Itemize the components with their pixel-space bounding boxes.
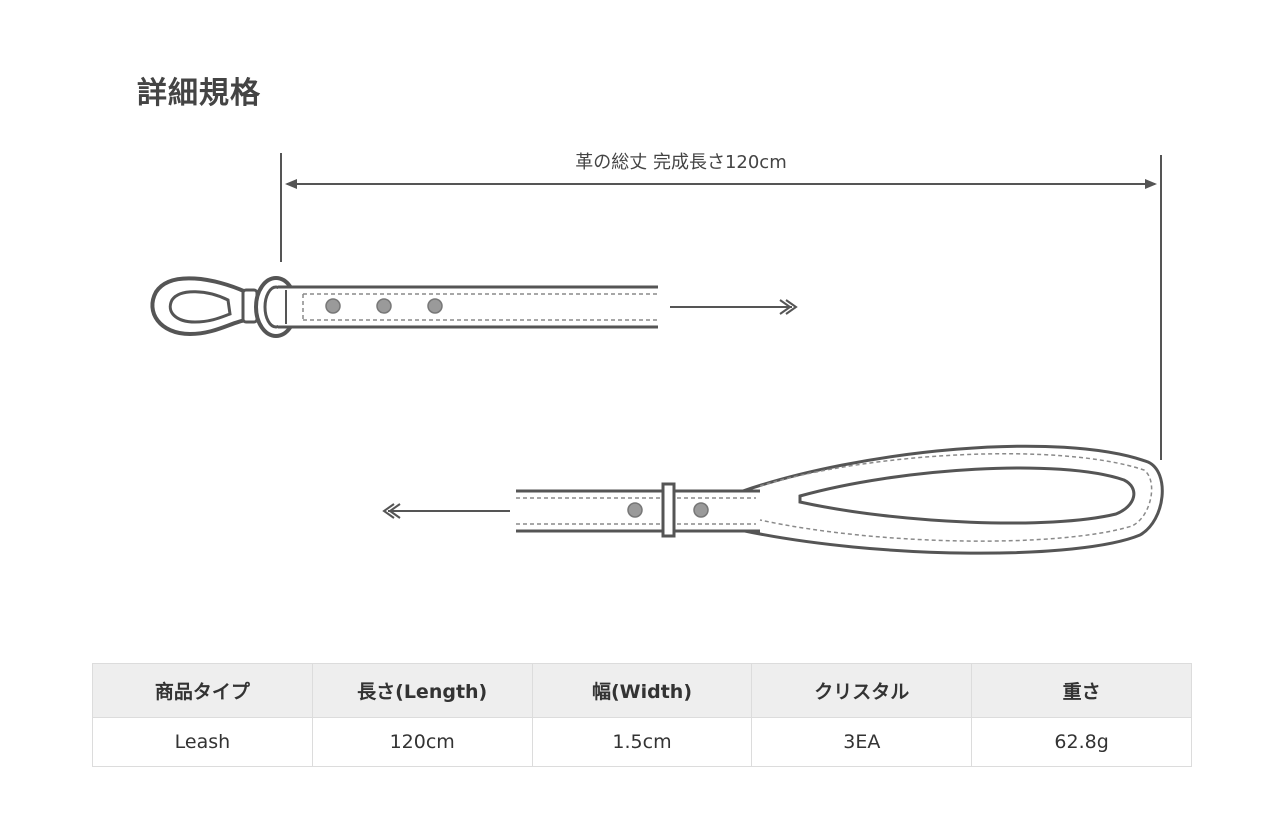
rivet-icon [325, 298, 341, 314]
header-product-type: 商品タイプ [92, 663, 313, 718]
rivet-icon [627, 502, 643, 518]
leash-strap-upper [278, 285, 658, 329]
rivet-icon [376, 298, 392, 314]
header-crystal: クリスタル [751, 663, 973, 718]
dimension-label: 革の総丈 完成長さ120cm [575, 152, 787, 173]
value-weight: 62.8g [971, 717, 1192, 767]
header-weight: 重さ [971, 663, 1192, 718]
continue-right-arrow-icon [670, 299, 798, 315]
continue-left-arrow-icon [382, 503, 510, 519]
header-length: 長さ(Length) [311, 663, 533, 718]
value-product-type: Leash [92, 717, 313, 767]
leash-clip-end [150, 276, 658, 338]
page-title: 詳細規格 [137, 76, 261, 111]
value-width: 1.5cm [531, 717, 753, 767]
keeper-loop [661, 482, 676, 538]
handle-loop-inner [798, 466, 1136, 525]
header-width: 幅(Width) [531, 663, 753, 718]
leash-diagram: 革の総丈 完成長さ120cm [150, 152, 1164, 555]
spec-table: 商品タイプ 長さ(Length) 幅(Width) クリスタル 重さ Leash… [92, 663, 1192, 767]
snap-hook-icon [150, 276, 259, 336]
rivet-icon [693, 502, 709, 518]
rivet-icon [427, 298, 443, 314]
leash-handle-end [382, 444, 1164, 555]
spec-header-row: 商品タイプ 長さ(Length) 幅(Width) クリスタル 重さ [92, 663, 1192, 718]
spec-value-row: Leash 120cm 1.5cm 3EA 62.8g [92, 717, 1192, 767]
value-crystal: 3EA [751, 717, 973, 767]
value-length: 120cm [311, 717, 533, 767]
